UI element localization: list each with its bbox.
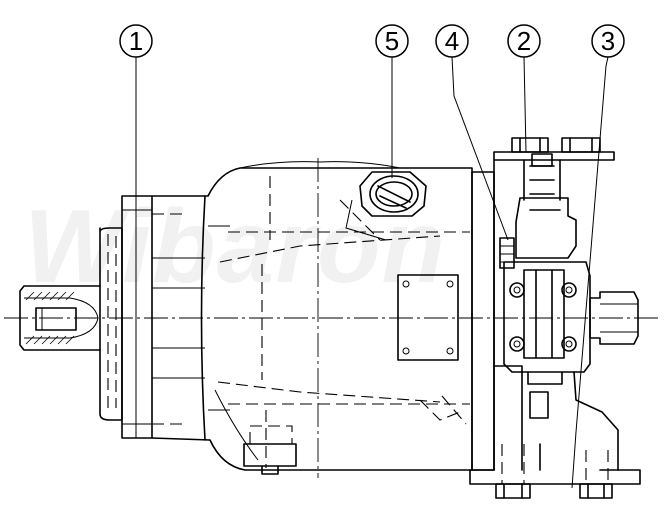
control-valve [503, 197, 591, 385]
fill-plug [345, 171, 427, 241]
callout-label: 4 [445, 26, 459, 56]
top-bolts [511, 137, 601, 201]
drain-port [243, 425, 297, 475]
drive-shaft [19, 285, 101, 351]
callout-5: 5 [375, 24, 409, 58]
leader-2 [523, 56, 527, 153]
callout-circle [119, 24, 153, 58]
callout-2: 2 [507, 24, 541, 58]
pump-housing [151, 158, 473, 478]
callout-circle [375, 24, 409, 58]
end-cap-bracket [529, 371, 619, 471]
watermark: Wibaron [24, 189, 446, 305]
name-plate [397, 274, 459, 361]
leader-3 [571, 56, 609, 489]
side-port-fitting [589, 291, 639, 345]
callout-label: 5 [385, 26, 399, 56]
bottom-bolts [495, 444, 613, 499]
leader-4 [451, 56, 509, 241]
callout-circle [591, 24, 625, 58]
callout-label: 3 [601, 26, 615, 56]
callout-label: 2 [517, 26, 531, 56]
callout-circle [435, 24, 469, 58]
callout-circle [507, 24, 541, 58]
callout-4: 4 [435, 24, 469, 58]
mounting-flange [99, 195, 205, 439]
callout-label: 1 [129, 26, 143, 56]
adjust-screw [499, 237, 515, 269]
callout-1: 1 [119, 24, 153, 58]
callout-3: 3 [591, 24, 625, 58]
